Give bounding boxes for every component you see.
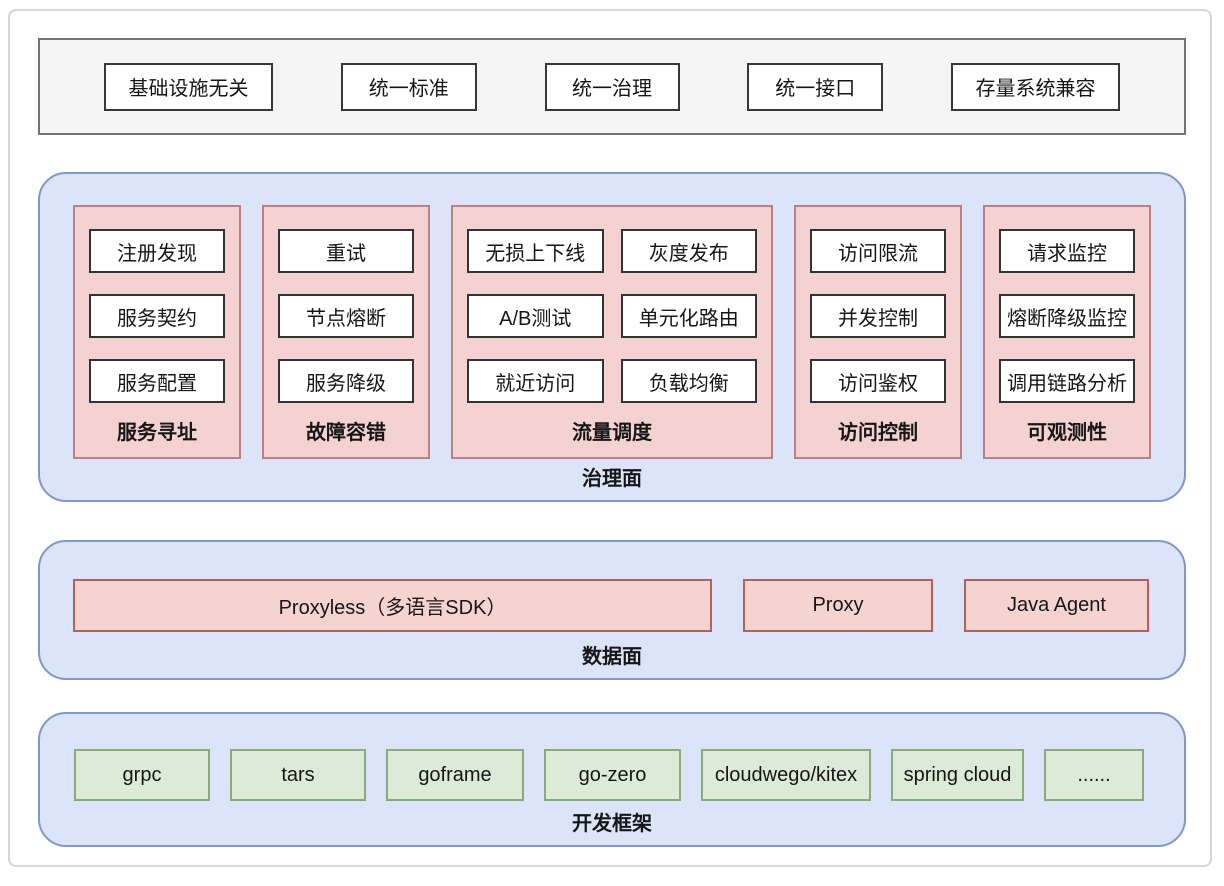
framework-box-5: spring cloud [891, 749, 1024, 801]
capability-box-2-4: 就近访问 [467, 359, 604, 403]
frameworks-plane-label: 开发框架 [572, 813, 652, 835]
framework-box-6: ...... [1044, 749, 1144, 801]
capability-box-0-2: 服务配置 [89, 359, 225, 403]
framework-box-4: cloudwego/kitex [701, 749, 871, 801]
capability-box-3-2: 访问鉴权 [810, 359, 946, 403]
gov-column-4-items: 请求监控熔断降级监控调用链路分析 [999, 229, 1135, 403]
framework-box-0: grpc [74, 749, 210, 801]
gov-column-0-label: 服务寻址 [117, 422, 197, 444]
gov-column-2-label: 流量调度 [572, 422, 652, 444]
capability-box-2-5: 负载均衡 [620, 359, 757, 403]
capability-box-4-0: 请求监控 [999, 229, 1135, 273]
capability-box-1-1: 节点熔断 [278, 294, 414, 338]
capability-box-1-2: 服务降级 [278, 359, 414, 403]
capability-box-1-0: 重试 [278, 229, 414, 273]
capability-box-3-0: 访问限流 [810, 229, 946, 273]
gov-column-3: 访问限流并发控制访问鉴权访问控制 [794, 205, 962, 459]
capability-box-2-1: 灰度发布 [620, 229, 757, 273]
framework-box-1: tars [230, 749, 366, 801]
frameworks-row: grpc tars goframe go-zero cloudwego/kitex spr… [74, 749, 1144, 801]
gov-column-3-items: 访问限流并发控制访问鉴权 [810, 229, 946, 403]
capability-box-2-0: 无损上下线 [467, 229, 604, 273]
framework-box-3: go-zero [544, 749, 681, 801]
principles-bar: 基础设施无关 统一标准 统一治理 统一接口 存量系统兼容 [38, 38, 1186, 135]
capability-box-3-1: 并发控制 [810, 294, 946, 338]
principle-box-2: 统一治理 [544, 62, 680, 111]
gov-column-4-label: 可观测性 [1027, 422, 1107, 444]
capability-box-4-1: 熔断降级监控 [999, 294, 1135, 338]
data-plane-box-1: Proxy [743, 579, 933, 632]
data-plane: Proxyless（多语言SDK） Proxy Java Agent 数据面 [38, 540, 1186, 680]
capability-box-0-1: 服务契约 [89, 294, 225, 338]
framework-box-2: goframe [386, 749, 524, 801]
gov-column-2-items: 无损上下线灰度发布 A/B测试单元化路由就近访问负载均衡 [467, 229, 757, 403]
data-plane-row: Proxyless（多语言SDK） Proxy Java Agent [73, 579, 1149, 632]
gov-column-0: 注册发现服务契约服务配置服务寻址 [73, 205, 241, 459]
capability-box-2-3: 单元化路由 [620, 294, 757, 338]
frameworks-plane: grpc tars goframe go-zero cloudwego/kitex spr… [38, 712, 1186, 847]
gov-column-1-label: 故障容错 [306, 422, 386, 444]
principle-box-3: 统一接口 [747, 62, 884, 111]
gov-column-4: 请求监控熔断降级监控调用链路分析可观测性 [983, 205, 1151, 459]
capability-box-0-0: 注册发现 [89, 229, 225, 273]
capability-box-2-2: A/B测试 [467, 294, 604, 338]
data-plane-label: 数据面 [582, 646, 642, 668]
gov-column-1: 重试节点熔断服务降级故障容错 [262, 205, 430, 459]
gov-column-2: 无损上下线灰度发布 A/B测试单元化路由就近访问负载均衡流量调度 [451, 205, 773, 459]
capability-box-4-2: 调用链路分析 [999, 359, 1135, 403]
gov-column-3-label: 访问控制 [838, 422, 918, 444]
gov-column-0-items: 注册发现服务契约服务配置 [89, 229, 225, 403]
diagram-outer-frame [8, 9, 1212, 867]
governance-plane-label: 治理面 [582, 468, 642, 490]
data-plane-box-2: Java Agent [964, 579, 1149, 632]
principle-box-1: 统一标准 [340, 62, 477, 111]
data-plane-box-0: Proxyless（多语言SDK） [73, 579, 712, 632]
gov-column-1-items: 重试节点熔断服务降级 [278, 229, 414, 403]
principle-box-0: 基础设施无关 [104, 62, 273, 111]
principle-box-4: 存量系统兼容 [951, 62, 1120, 111]
